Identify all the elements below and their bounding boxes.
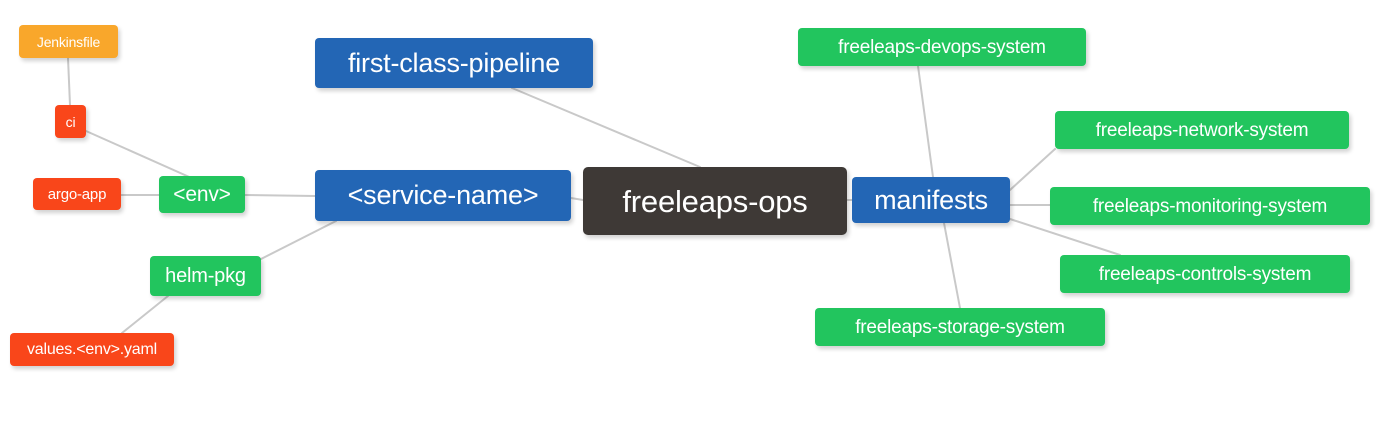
- node-manifests[interactable]: manifests: [852, 177, 1010, 223]
- node-argo-app[interactable]: argo-app: [33, 178, 121, 210]
- node-first-class-pipeline[interactable]: first-class-pipeline: [315, 38, 593, 88]
- edge-ci-to-env: [85, 130, 197, 181]
- node-values-env-yaml[interactable]: values.<env>.yaml: [10, 333, 174, 366]
- node-service-name[interactable]: <service-name>: [315, 170, 571, 221]
- edge-helm-pkg-to-values-env-yaml: [121, 295, 169, 334]
- node-freeleaps-devops-system[interactable]: freeleaps-devops-system: [798, 28, 1086, 66]
- edge-service-name-to-helm-pkg: [260, 220, 337, 260]
- node-env[interactable]: <env>: [159, 176, 245, 213]
- edge-env-to-service-name: [244, 194, 316, 197]
- node-helm-pkg[interactable]: helm-pkg: [150, 256, 261, 296]
- edge-service-name-to-freeleaps-ops: [570, 197, 584, 201]
- node-ci[interactable]: ci: [55, 105, 86, 138]
- node-freeleaps-storage-system[interactable]: freeleaps-storage-system: [815, 308, 1105, 346]
- edge-jenkinsfile-to-ci: [67, 57, 71, 106]
- node-freeleaps-ops[interactable]: freeleaps-ops: [583, 167, 847, 235]
- node-freeleaps-controls-system[interactable]: freeleaps-controls-system: [1060, 255, 1350, 293]
- node-jenkinsfile[interactable]: Jenkinsfile: [19, 25, 118, 58]
- edge-manifests-to-freeleaps-network-system: [1009, 148, 1056, 191]
- node-freeleaps-monitoring-system[interactable]: freeleaps-monitoring-system: [1050, 187, 1370, 225]
- edge-first-class-pipeline-to-freeleaps-ops: [511, 87, 701, 168]
- node-freeleaps-network-system[interactable]: freeleaps-network-system: [1055, 111, 1349, 149]
- edge-manifests-to-freeleaps-storage-system: [943, 222, 961, 309]
- edge-manifests-to-freeleaps-devops-system: [917, 65, 934, 178]
